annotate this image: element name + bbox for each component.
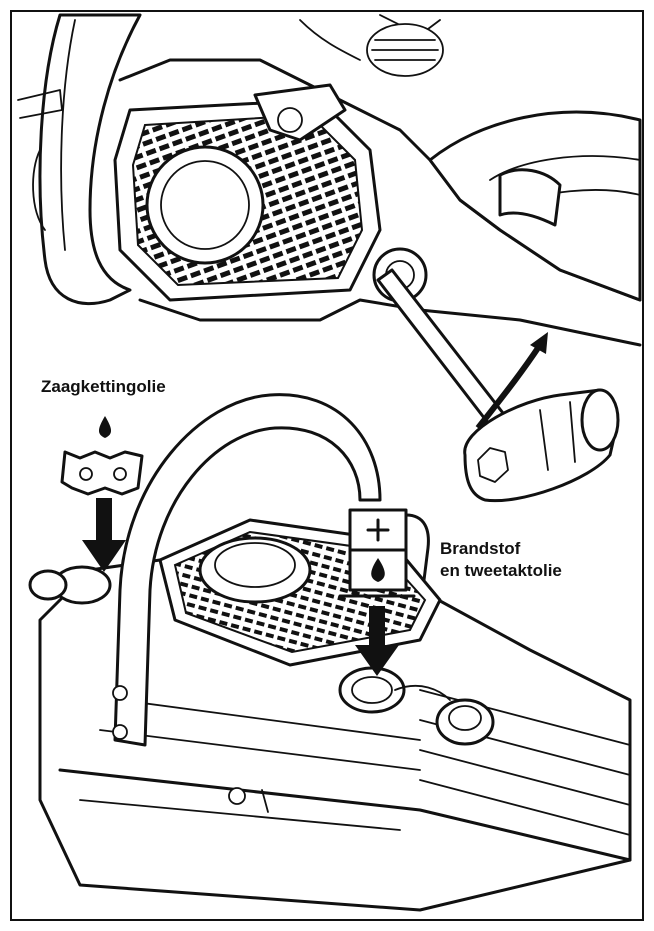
spark-plug-wrench-icon xyxy=(376,268,620,503)
diagram-frame xyxy=(10,10,644,921)
oil-drop-icon xyxy=(98,416,112,438)
rotation-arrow xyxy=(475,332,548,430)
fuel-down-arrow xyxy=(355,606,399,676)
fuel-can-icon xyxy=(338,508,430,598)
fuel-label: Brandstof en tweetaktolie xyxy=(440,538,562,582)
bottom-handle-arch xyxy=(113,393,382,747)
fuel-label-line2: en tweetaktolie xyxy=(440,561,562,580)
top-chainsaw-view xyxy=(17,13,642,347)
chain-oil-label: Zaagkettingolie xyxy=(41,377,166,396)
fuel-label-line1: Brandstof xyxy=(440,539,521,558)
chain-link-icon xyxy=(60,450,144,496)
oil-down-arrow xyxy=(82,498,126,572)
